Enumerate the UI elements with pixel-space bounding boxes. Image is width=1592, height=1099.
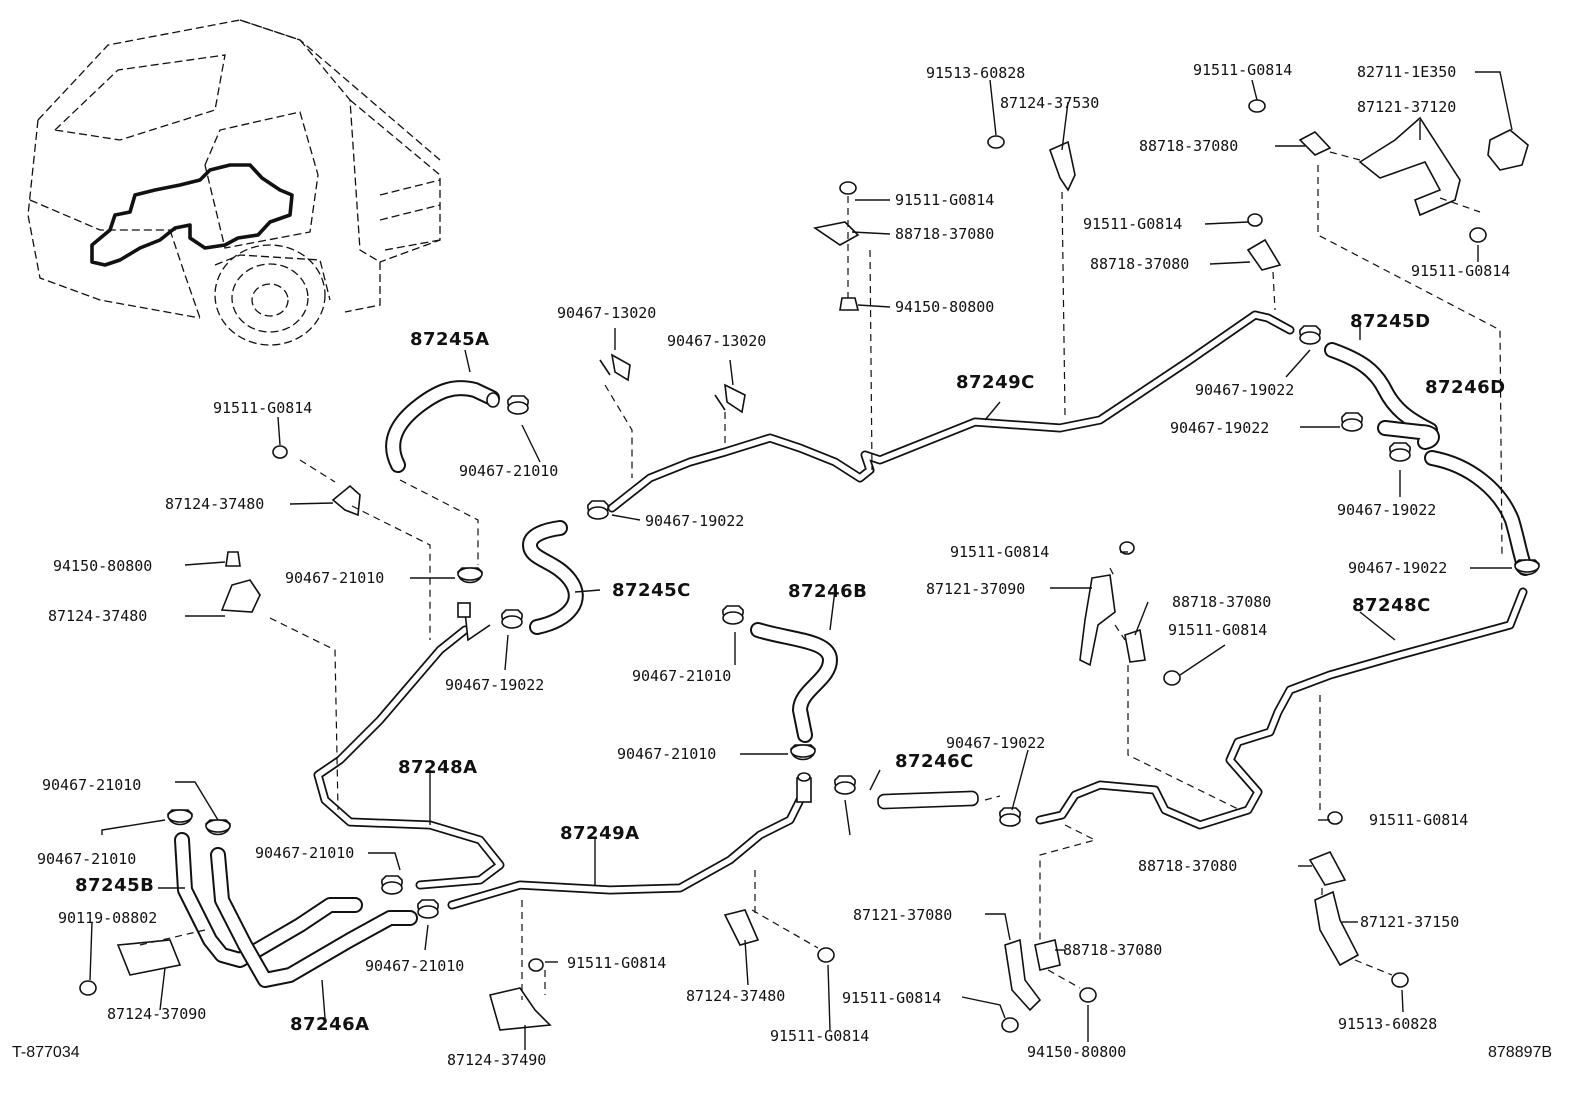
label-part: 90467-21010 bbox=[255, 844, 355, 862]
hose-87246b bbox=[750, 622, 839, 743]
hose-87245c bbox=[521, 520, 584, 635]
label-87246b: 87246B bbox=[788, 581, 868, 602]
hose-87245d bbox=[1324, 342, 1438, 438]
label-part: 87121-37090 bbox=[926, 580, 1026, 598]
hose-87246c bbox=[877, 790, 979, 810]
label-part: 91511-G0814 bbox=[1369, 811, 1469, 829]
label-part: 90467-21010 bbox=[365, 957, 465, 975]
label-part: 94150-80800 bbox=[53, 557, 153, 575]
label-part: 91513-60828 bbox=[1338, 1015, 1438, 1033]
label-part: 90467-19022 bbox=[1348, 559, 1448, 577]
label-part: 82711-1E350 bbox=[1357, 63, 1457, 81]
label-87246a: 87246A bbox=[290, 1014, 370, 1035]
label-part: 91511-G0814 bbox=[1411, 262, 1511, 280]
label-part: 88718-37080 bbox=[895, 225, 995, 243]
label-part: 87121-37150 bbox=[1360, 913, 1460, 931]
label-part: 87121-37080 bbox=[853, 906, 953, 924]
label-part: 87121-37120 bbox=[1357, 98, 1457, 116]
label-part: 90467-21010 bbox=[632, 667, 732, 685]
label-part: 91511-G0814 bbox=[213, 399, 313, 417]
label-87248a: 87248A bbox=[398, 757, 478, 778]
label-part: 90467-13020 bbox=[667, 332, 767, 350]
label-part: 91511-G0814 bbox=[1083, 215, 1183, 233]
hose-clamps bbox=[167, 325, 1540, 919]
label-part: 90467-19022 bbox=[445, 676, 545, 694]
label-part: 90467-21010 bbox=[617, 745, 717, 763]
label-part: 88718-37080 bbox=[1139, 137, 1239, 155]
label-part: 87124-37490 bbox=[447, 1051, 547, 1069]
label-part: 88718-37080 bbox=[1138, 857, 1238, 875]
label-part: 91511-G0814 bbox=[842, 989, 942, 1007]
label-87245d: 87245D bbox=[1350, 311, 1431, 332]
label-part: 90467-19022 bbox=[645, 512, 745, 530]
label-part: 90467-19022 bbox=[1337, 501, 1437, 519]
label-part: 87124-37480 bbox=[686, 987, 786, 1005]
diagram-code-right: 878897B bbox=[1488, 1044, 1553, 1061]
label-part: 91511-G0814 bbox=[1168, 621, 1268, 639]
hose-87245a bbox=[385, 380, 500, 473]
dashed-alignment-lines bbox=[139, 151, 1503, 1000]
label-part: 88718-37080 bbox=[1063, 941, 1163, 959]
label-part: 90467-21010 bbox=[285, 569, 385, 587]
label-87249c: 87249C bbox=[956, 372, 1035, 393]
label-part: 90467-19022 bbox=[1195, 381, 1295, 399]
label-part: 91511-G0814 bbox=[567, 954, 667, 972]
label-part: 88718-37080 bbox=[1172, 593, 1272, 611]
hose-87245b-87246a bbox=[174, 832, 418, 988]
label-part: 91511-G0814 bbox=[950, 543, 1050, 561]
label-part: 87124-37480 bbox=[48, 607, 148, 625]
label-part: 87124-37530 bbox=[1000, 94, 1100, 112]
label-part: 91511-G0814 bbox=[1193, 61, 1293, 79]
label-87249a: 87249A bbox=[560, 823, 640, 844]
label-87245c: 87245C bbox=[612, 580, 691, 601]
label-part: 90467-13020 bbox=[557, 304, 657, 322]
label-87246c: 87246C bbox=[895, 751, 974, 772]
label-part: 91511-G0814 bbox=[770, 1027, 870, 1045]
pipe-87249c bbox=[607, 310, 1295, 513]
label-part: 94150-80800 bbox=[895, 298, 995, 316]
label-part: 94150-80800 bbox=[1027, 1043, 1127, 1061]
label-part: 87124-37480 bbox=[165, 495, 265, 513]
truck-illustration bbox=[27, 19, 441, 346]
diagram-code-left: T-877034 bbox=[12, 1044, 80, 1061]
label-part: 90467-21010 bbox=[42, 776, 142, 794]
label-87248c: 87248C bbox=[1352, 595, 1431, 616]
leader-lines bbox=[89, 71, 1513, 1050]
label-part: 87124-37090 bbox=[107, 1005, 207, 1023]
brackets-bolts bbox=[79, 99, 1529, 1033]
label-part: 91513-60828 bbox=[926, 64, 1026, 82]
label-part: 90467-21010 bbox=[37, 850, 137, 868]
label-part: 90467-19022 bbox=[946, 734, 1046, 752]
label-part: 90467-21010 bbox=[459, 462, 559, 480]
pipe-87249a bbox=[447, 772, 812, 910]
label-part: 90467-19022 bbox=[1170, 419, 1270, 437]
label-87245a: 87245A bbox=[410, 329, 490, 350]
pipe-87248c bbox=[1035, 587, 1528, 830]
label-part: 88718-37080 bbox=[1090, 255, 1190, 273]
label-87245b: 87245B bbox=[75, 875, 155, 896]
label-part: 90119-08802 bbox=[58, 909, 158, 927]
label-part: 91511-G0814 bbox=[895, 191, 995, 209]
hose-87246d bbox=[1377, 420, 1533, 576]
label-87246d: 87246D bbox=[1425, 377, 1506, 398]
pipe-87248a bbox=[313, 602, 505, 890]
